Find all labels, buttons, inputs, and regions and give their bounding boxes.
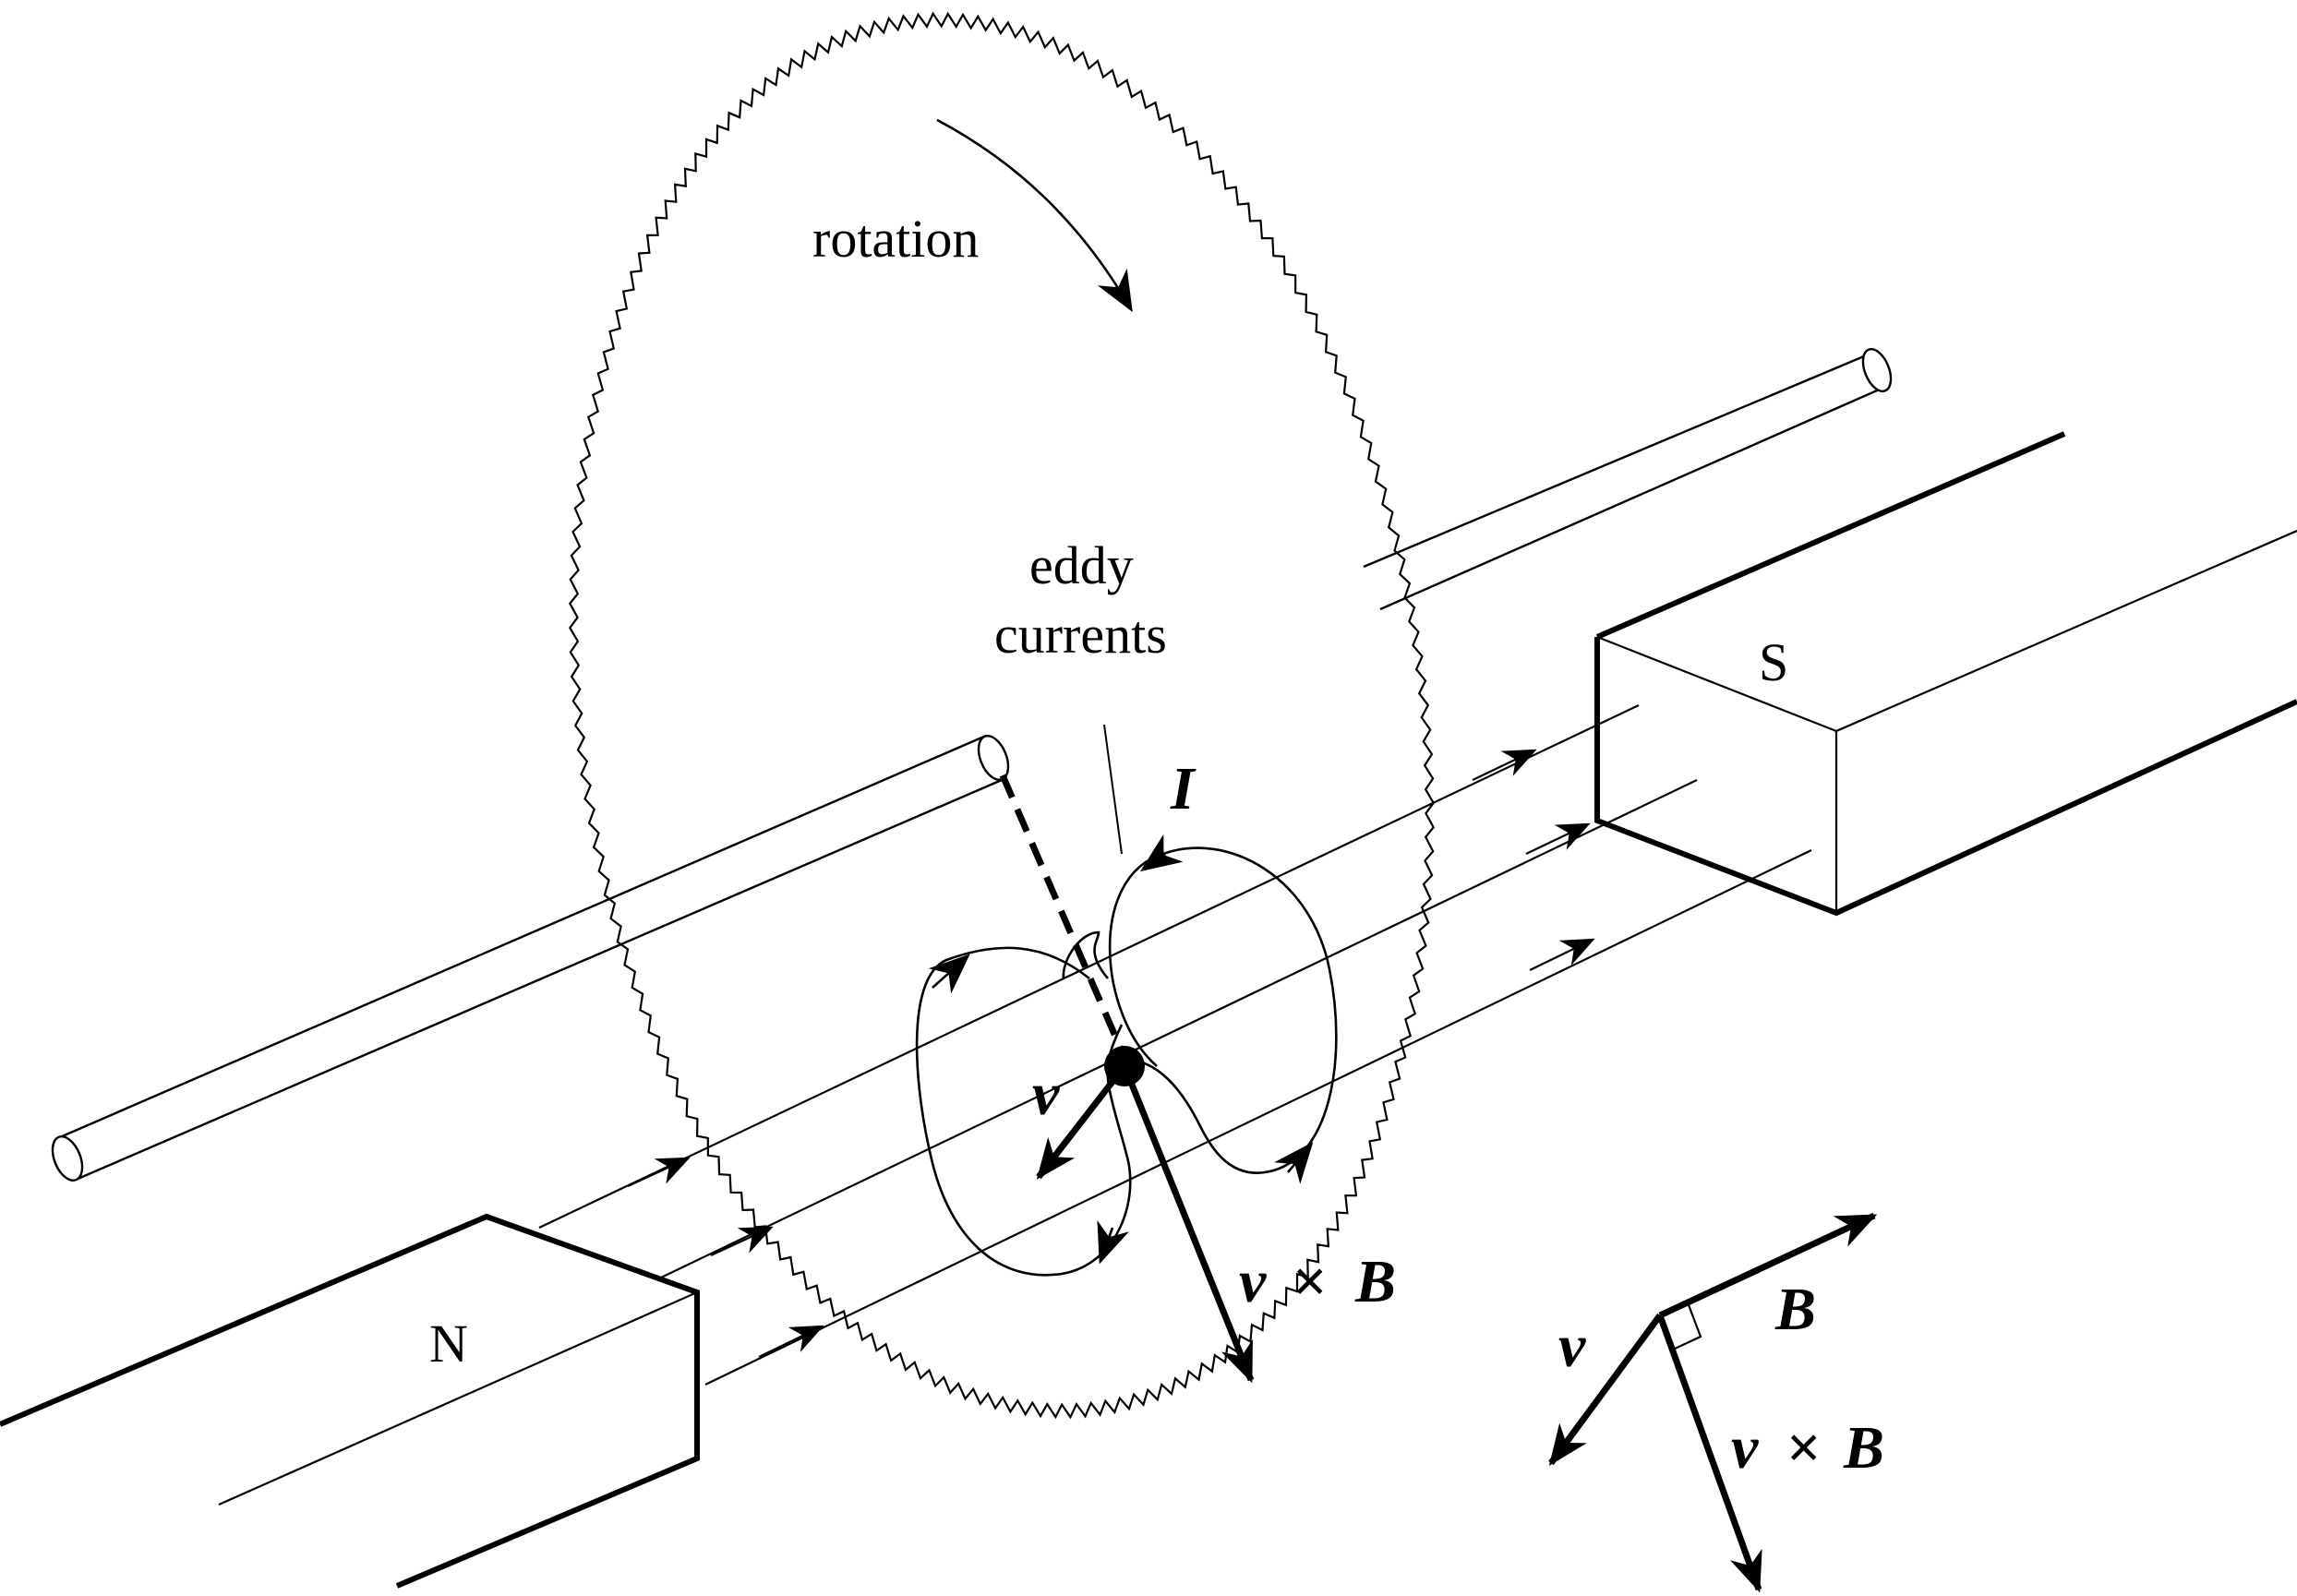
current-label: I — [1170, 755, 1197, 822]
eddy-current-arrows — [928, 834, 1314, 1265]
field-direction-arrows — [627, 749, 1595, 1358]
velocity-label: v — [1032, 1061, 1060, 1128]
north-magnet — [0, 1213, 700, 1589]
rotation-label: rotation — [812, 209, 979, 269]
north-pole-label: N — [429, 1314, 468, 1374]
eddy-label-line1: eddy — [1029, 535, 1134, 595]
hub-point — [1104, 1046, 1145, 1086]
legend-v-cross-b-times: × — [1786, 1414, 1822, 1482]
south-magnet — [1594, 431, 2297, 917]
magnetic-field-lines — [538, 704, 1812, 1386]
legend-v-cross-b-b: B — [1843, 1414, 1884, 1482]
eddy-currents-leader — [1103, 724, 1123, 855]
v-cross-b-vector — [1121, 1064, 1255, 1384]
eddy-label-line2: currents — [994, 605, 1167, 665]
legend-v-label: v — [1558, 1313, 1586, 1380]
v-cross-b-label-v: v — [1239, 1248, 1267, 1315]
rotating-disk-serrated-edge — [568, 11, 1436, 1420]
hidden-axis-dashed — [999, 774, 1132, 1068]
v-cross-b-label-b: B — [1354, 1248, 1396, 1315]
v-cross-b-label-times: × — [1293, 1248, 1328, 1315]
velocity-vector — [1036, 1063, 1127, 1180]
legend-b-label: B — [1774, 1276, 1816, 1343]
lower-axle-rod — [51, 734, 1010, 1182]
south-pole-label: S — [1759, 632, 1788, 692]
rotation-arrow — [936, 118, 1133, 313]
vector-legend — [1548, 1212, 1878, 1593]
upper-axle-rod — [1363, 348, 1893, 611]
legend-v-cross-b-v: v — [1731, 1414, 1759, 1482]
